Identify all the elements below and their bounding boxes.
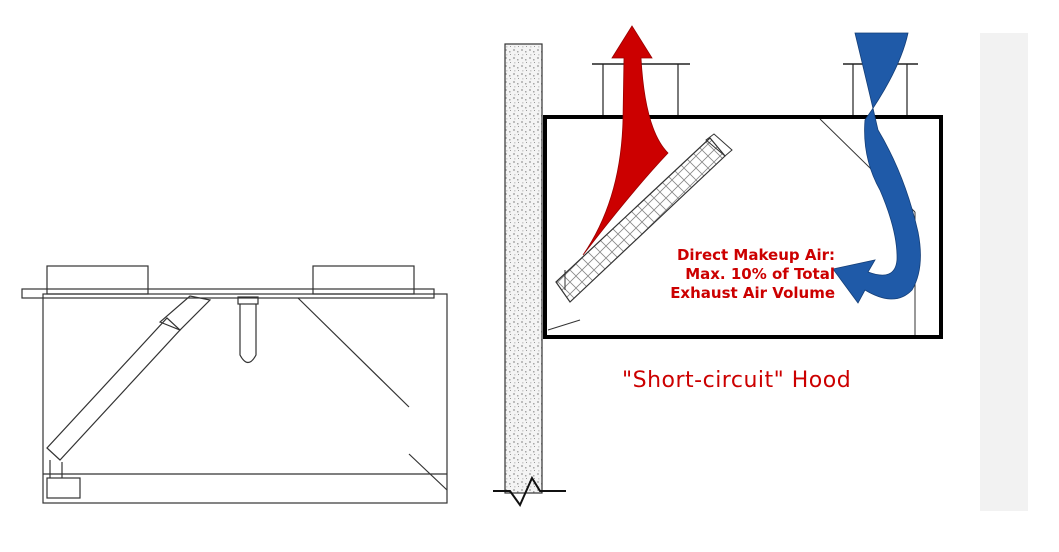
hood-title: "Short-circuit" Hood [622, 368, 852, 393]
makeup-air-line-1: Direct Makeup Air: [676, 246, 835, 264]
exhaust-arrow [582, 25, 669, 256]
wall [493, 43, 566, 508]
short-circuit-hood [543, 63, 943, 339]
makeup-air-arrow [832, 32, 921, 304]
left-hood-drawing [21, 265, 448, 504]
grease-cup [46, 477, 81, 499]
wall-break-symbol [493, 475, 566, 508]
left-hood-exhaust-collar-left [46, 265, 149, 295]
left-hood-exhaust-collar-right [312, 265, 415, 295]
left-hood-body [42, 293, 448, 504]
hood-box [543, 115, 943, 339]
light-fixture [237, 296, 259, 305]
makeup-air-line-3: Exhaust Air Volume [670, 284, 835, 302]
left-hood-right-panel [297, 297, 410, 408]
makeup-air-label: Direct Makeup Air: Max. 10% of Total Exh… [600, 246, 835, 306]
light-fixture-globe [239, 304, 257, 364]
makeup-air-line-2: Max. 10% of Total [685, 265, 835, 283]
left-hood-filter [46, 317, 181, 461]
side-panel [980, 33, 1028, 511]
